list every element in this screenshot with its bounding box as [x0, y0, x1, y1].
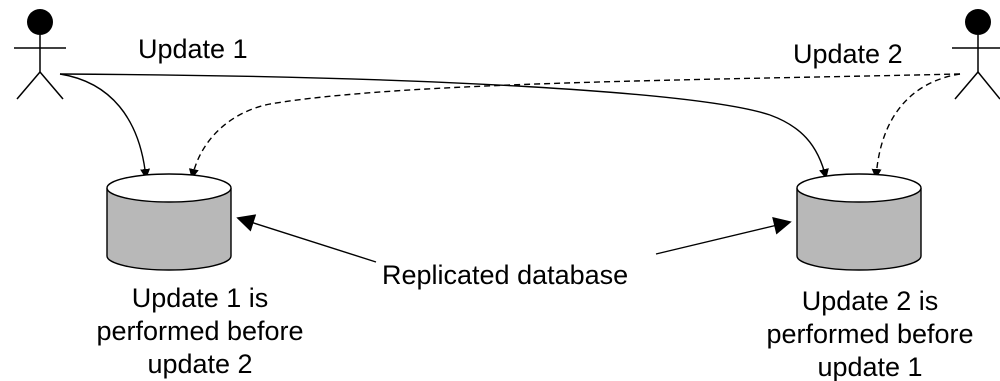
replicated-arrow-left [236, 214, 377, 263]
update-2-arrow-right-db [871, 73, 961, 179]
database-cylinder-icon [796, 173, 922, 271]
caption-line: update 2 [147, 349, 253, 379]
caption-line: performed before [96, 316, 304, 346]
replicated-arrows [236, 214, 792, 263]
stick-figure-icon [14, 9, 66, 100]
update-1-label: Update 1 [138, 34, 248, 64]
database-cylinder-icon [106, 173, 232, 271]
update-1-arrow-right-db [769, 114, 829, 179]
update-2-main-line [188, 73, 961, 179]
update-1-flow [59, 73, 829, 179]
stick-figure-icon [952, 9, 1000, 100]
replicated-database-label: Replicated database [382, 260, 629, 290]
update-2-flow [188, 73, 961, 179]
update-1-main-line [59, 73, 771, 116]
right-database-caption: Update 2 is performed before update 1 [735, 285, 1000, 381]
caption-line: performed before [766, 319, 974, 349]
caption-line: update 1 [817, 352, 923, 381]
caption-line: Update 2 is [801, 286, 939, 316]
left-database-caption: Update 1 is performed before update 2 [65, 282, 335, 381]
update-1-arrow-left-db [59, 73, 151, 179]
update-2-label: Update 2 [793, 39, 903, 69]
caption-line: Update 1 is [131, 283, 269, 313]
replicated-arrow-right [655, 217, 792, 255]
